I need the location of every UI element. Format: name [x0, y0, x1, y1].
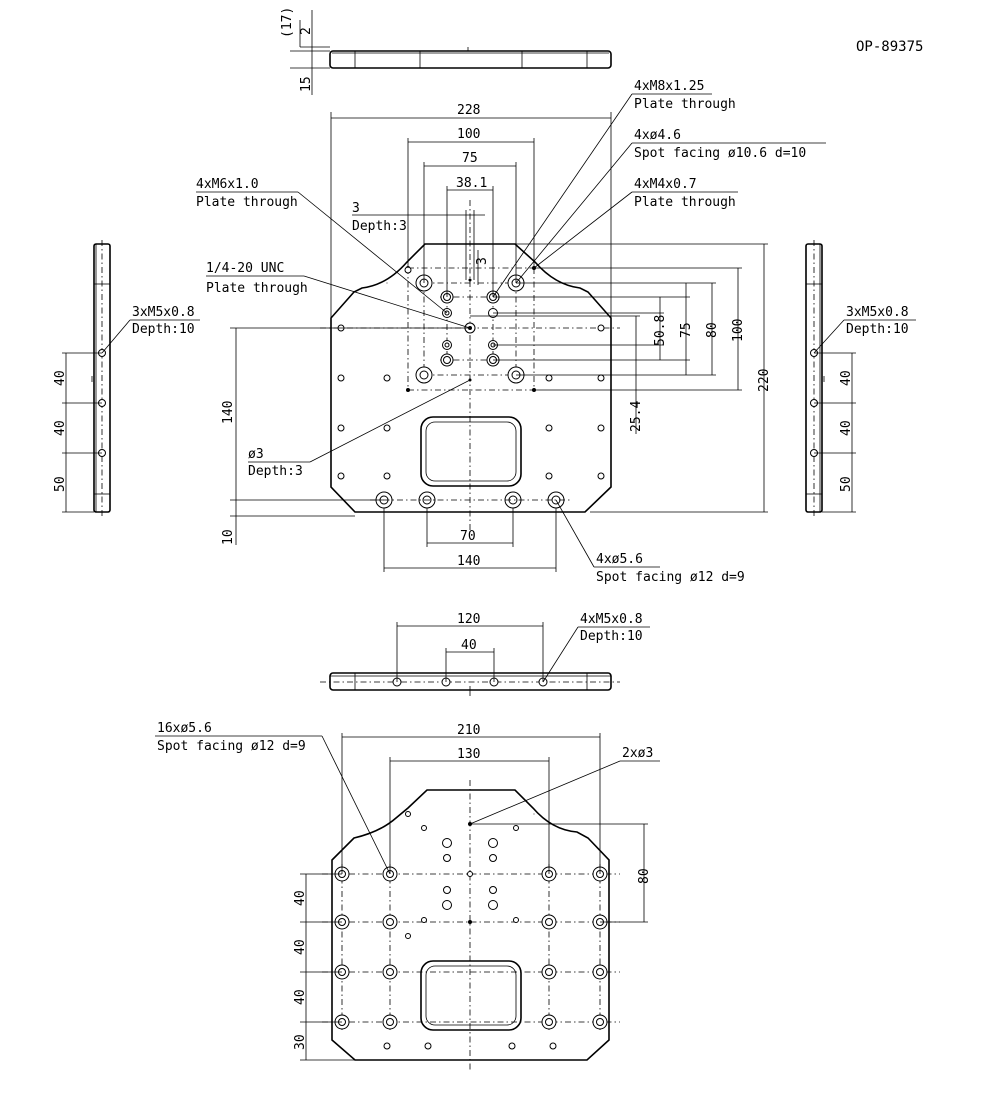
dim-38-1: 38.1 — [456, 176, 487, 191]
callout-m6: 4xM6x1.0 — [196, 177, 259, 192]
bottom-d1: 40 — [293, 890, 308, 906]
dim-v100: 100 — [731, 319, 746, 342]
callout-m4-sub: Plate through — [634, 195, 736, 210]
callout-16: 16xø5.6 — [157, 721, 212, 736]
left-d1: 40 — [53, 370, 68, 386]
right-d3: 50 — [839, 476, 854, 492]
callout-m8: 4xM8x1.25 — [634, 79, 704, 94]
drawing-number: OP-89375 — [856, 39, 923, 55]
dim-v75: 75 — [679, 322, 694, 338]
left-callout-sub: Depth:10 — [132, 322, 195, 337]
callout-phi3-sub: Depth:3 — [248, 464, 303, 479]
callout-m4: 4xM4x0.7 — [634, 177, 697, 192]
dim-v10: 10 — [221, 529, 236, 545]
dim-228: 228 — [457, 103, 480, 118]
dim-100: 100 — [457, 127, 480, 142]
front-callout-sub: Depth:10 — [580, 629, 643, 644]
dim-75: 75 — [462, 151, 478, 166]
dim-3b: 3 — [475, 257, 490, 265]
dim-3: 3 — [352, 201, 360, 216]
dim-3-depth: Depth:3 — [352, 219, 407, 234]
dim-15: 15 — [299, 76, 314, 92]
bottom-view-dimensions: 210 130 80 40 40 40 30 16xø5.6 Spot faci… — [155, 721, 660, 1061]
front-view: 120 40 4xM5x0.8 Depth:10 — [320, 612, 650, 696]
top-view-plate — [320, 200, 620, 530]
bottom-d4: 30 — [293, 1034, 308, 1050]
callout-unc-sub: Plate through — [206, 281, 308, 296]
callout-phi3: ø3 — [248, 447, 264, 462]
bottom-v80: 80 — [637, 868, 652, 884]
callout-46: 4xø4.6 — [634, 128, 681, 143]
right-side-view: 40 40 50 3xM5x0.8 Depth:10 — [805, 240, 916, 516]
dim-v25-4: 25.4 — [629, 401, 644, 432]
dim-v140: 140 — [221, 401, 236, 424]
right-d2: 40 — [839, 420, 854, 436]
dim-2: 2 — [299, 27, 314, 35]
dim-220: 220 — [757, 369, 772, 392]
left-callout: 3xM5x0.8 — [132, 305, 195, 320]
callout-56: 4xø5.6 — [596, 552, 643, 567]
left-side-view: 40 40 50 3xM5x0.8 Depth:10 — [53, 240, 200, 516]
dim-v50-8: 50.8 — [653, 315, 668, 346]
side-view-top: (17) 2 15 — [280, 7, 612, 95]
right-callout: 3xM5x0.8 — [846, 305, 909, 320]
callout-46-sub: Spot facing ø10.6 d=10 — [634, 146, 806, 161]
front-callout: 4xM5x0.8 — [580, 612, 643, 627]
front-span-120: 120 — [457, 612, 480, 627]
dim-h70: 70 — [460, 529, 476, 544]
bottom-d3: 40 — [293, 989, 308, 1005]
callout-m8-sub: Plate through — [634, 97, 736, 112]
bottom-d2: 40 — [293, 939, 308, 955]
top-view-dimensions: 228 100 75 38.1 3 Depth:3 3 220 100 — [196, 79, 826, 585]
callout-56-sub: Spot facing ø12 d=9 — [596, 570, 745, 585]
dim-17: (17) — [280, 7, 295, 38]
callout-m6-sub: Plate through — [196, 195, 298, 210]
callout-unc: 1/4-20 UNC — [206, 261, 284, 276]
left-d2: 40 — [53, 420, 68, 436]
left-d3: 50 — [53, 476, 68, 492]
right-d1: 40 — [839, 370, 854, 386]
right-callout-sub: Depth:10 — [846, 322, 909, 337]
bottom-span-130: 130 — [457, 747, 480, 762]
bottom-width-210: 210 — [457, 723, 480, 738]
front-span-40: 40 — [461, 638, 477, 653]
dim-h140: 140 — [457, 554, 480, 569]
dim-v80: 80 — [705, 322, 720, 338]
callout-2x3: 2xø3 — [622, 746, 653, 761]
callout-16-sub: Spot facing ø12 d=9 — [157, 739, 306, 754]
